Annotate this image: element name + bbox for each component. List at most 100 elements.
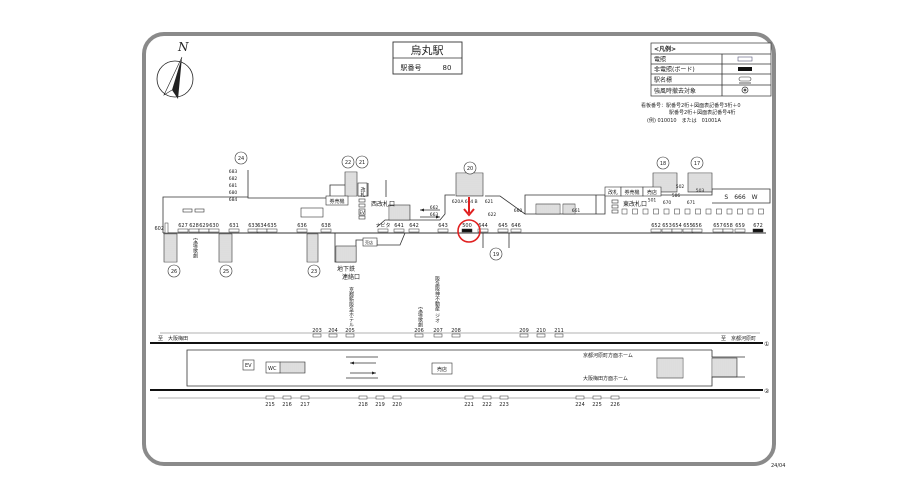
sign-216: 216 bbox=[282, 395, 292, 408]
svg-text:654: 654 bbox=[672, 223, 682, 229]
wind-removal-icon bbox=[741, 86, 749, 94]
sign-657: 657 bbox=[712, 223, 724, 233]
sign-586: 586 bbox=[672, 193, 681, 199]
sign-217: 217 bbox=[300, 395, 310, 408]
svg-text:672: 672 bbox=[753, 223, 763, 229]
station-number-label: 駅番号 bbox=[401, 64, 422, 72]
sign-205: 205 bbox=[345, 328, 355, 338]
svg-text:209: 209 bbox=[519, 328, 529, 334]
compass-icon: N bbox=[156, 40, 194, 99]
svg-text:225: 225 bbox=[592, 402, 602, 408]
svg-text:652: 652 bbox=[651, 223, 661, 229]
svg-text:622: 622 bbox=[488, 212, 497, 218]
platform-kyoto-label: 京都河原町方面ホーム bbox=[583, 352, 633, 359]
svg-text:224: 224 bbox=[575, 402, 585, 408]
svg-text:644: 644 bbox=[478, 223, 488, 229]
sign-B: B bbox=[474, 199, 477, 205]
sign-628: 628 bbox=[188, 223, 200, 233]
ad-geo: ジオ bbox=[434, 313, 440, 323]
concourse-walls bbox=[162, 170, 771, 263]
s666w-sign: S 666 W bbox=[724, 194, 757, 201]
svg-text:17: 17 bbox=[694, 161, 700, 167]
ad-takarazuka-concourse: 宝塚歌劇 bbox=[192, 237, 198, 259]
svg-text:502: 502 bbox=[676, 184, 685, 190]
svg-text:682: 682 bbox=[229, 176, 238, 182]
sign-222: 222 bbox=[482, 395, 492, 408]
svg-text:629: 629 bbox=[199, 223, 209, 229]
svg-text:222: 222 bbox=[482, 402, 492, 408]
legend-note: (例) 010010 または 01001A bbox=[647, 117, 721, 124]
svg-text:24: 24 bbox=[238, 156, 244, 162]
svg-text:215: 215 bbox=[265, 402, 275, 408]
sign-641: 641 bbox=[393, 223, 405, 233]
svg-text:641: 641 bbox=[394, 223, 404, 229]
sign-659: 659 bbox=[734, 223, 746, 233]
platform-ev: EV bbox=[245, 363, 252, 369]
stairs bbox=[163, 171, 738, 379]
svg-text:204: 204 bbox=[328, 328, 338, 334]
sign-503: 503 bbox=[696, 188, 705, 194]
exit-25: 25 bbox=[219, 264, 233, 278]
sign-211: 211 bbox=[554, 328, 564, 338]
sign-203: 203 bbox=[312, 328, 322, 338]
exit-19: 19 bbox=[489, 247, 503, 261]
svg-text:B: B bbox=[474, 199, 477, 205]
svg-text:630: 630 bbox=[209, 223, 219, 229]
west-gate-markers bbox=[358, 198, 366, 220]
sign-634: 634 bbox=[256, 223, 268, 233]
svg-text:210: 210 bbox=[536, 328, 546, 334]
svg-text:20: 20 bbox=[467, 166, 473, 172]
svg-text:EV: EV bbox=[360, 210, 366, 215]
svg-text:586: 586 bbox=[672, 193, 681, 199]
sign-684: 684 bbox=[229, 197, 238, 203]
svg-text:203: 203 bbox=[312, 328, 322, 334]
svg-text:205: 205 bbox=[345, 328, 355, 334]
svg-text:635: 635 bbox=[267, 223, 277, 229]
svg-text:681: 681 bbox=[229, 183, 238, 189]
direction-east: 至 京都河原町 bbox=[721, 335, 756, 342]
lit-board-icon bbox=[737, 56, 753, 62]
station-title-box: 烏丸駅 駅番号 80 bbox=[392, 41, 463, 75]
sign-501: 501 bbox=[648, 198, 657, 204]
svg-text:680: 680 bbox=[229, 190, 238, 196]
sign-654: 654 bbox=[671, 223, 683, 233]
sign-635: 635 bbox=[266, 223, 278, 233]
svg-text:売店: 売店 bbox=[365, 239, 373, 245]
svg-text:<凡例>: <凡例> bbox=[654, 45, 676, 53]
svg-text:620: 620 bbox=[452, 199, 461, 205]
sign-223: 223 bbox=[499, 395, 509, 408]
svg-text:684: 684 bbox=[229, 197, 238, 203]
sign-204: 204 bbox=[328, 328, 338, 338]
legend-label-unlit: 非電照(ボード) bbox=[654, 66, 695, 74]
sign-219: 219 bbox=[375, 395, 385, 408]
sign-226: 226 bbox=[610, 395, 620, 408]
sign-653: 653 bbox=[661, 223, 673, 233]
sign-652: 652 bbox=[650, 223, 662, 233]
sign-680: 680 bbox=[229, 190, 238, 196]
exit-21: 21 bbox=[355, 155, 369, 169]
svg-text:226: 226 bbox=[610, 402, 620, 408]
sign-646: 646 bbox=[510, 223, 522, 233]
sign-644: 644 bbox=[477, 223, 489, 233]
svg-text:657: 657 bbox=[713, 223, 723, 229]
svg-text:219: 219 bbox=[375, 402, 385, 408]
svg-text:207: 207 bbox=[433, 328, 443, 334]
sign-670: 670 bbox=[663, 200, 672, 206]
subway-connection-label: 地下鉄 bbox=[337, 265, 355, 273]
svg-text:602: 602 bbox=[154, 226, 164, 232]
svg-text:671: 671 bbox=[687, 200, 696, 206]
svg-text:A: A bbox=[460, 199, 464, 205]
station-name: 烏丸駅 bbox=[411, 43, 444, 57]
ad-hotel: 京都新阪急ホテル bbox=[348, 286, 354, 327]
svg-text:643: 643 bbox=[438, 223, 448, 229]
sign-629: 629 bbox=[198, 223, 210, 233]
west-gate-label: 改札 bbox=[360, 186, 366, 198]
svg-text:25: 25 bbox=[223, 269, 229, 275]
platform-shop: 売店 bbox=[437, 366, 447, 373]
sign-218: 218 bbox=[358, 395, 368, 408]
exit-20: 20 bbox=[463, 161, 477, 175]
sign-209: 209 bbox=[519, 328, 529, 338]
svg-text:633: 633 bbox=[248, 223, 258, 229]
sign-215: 215 bbox=[265, 395, 275, 408]
svg-text:206: 206 bbox=[414, 328, 424, 334]
